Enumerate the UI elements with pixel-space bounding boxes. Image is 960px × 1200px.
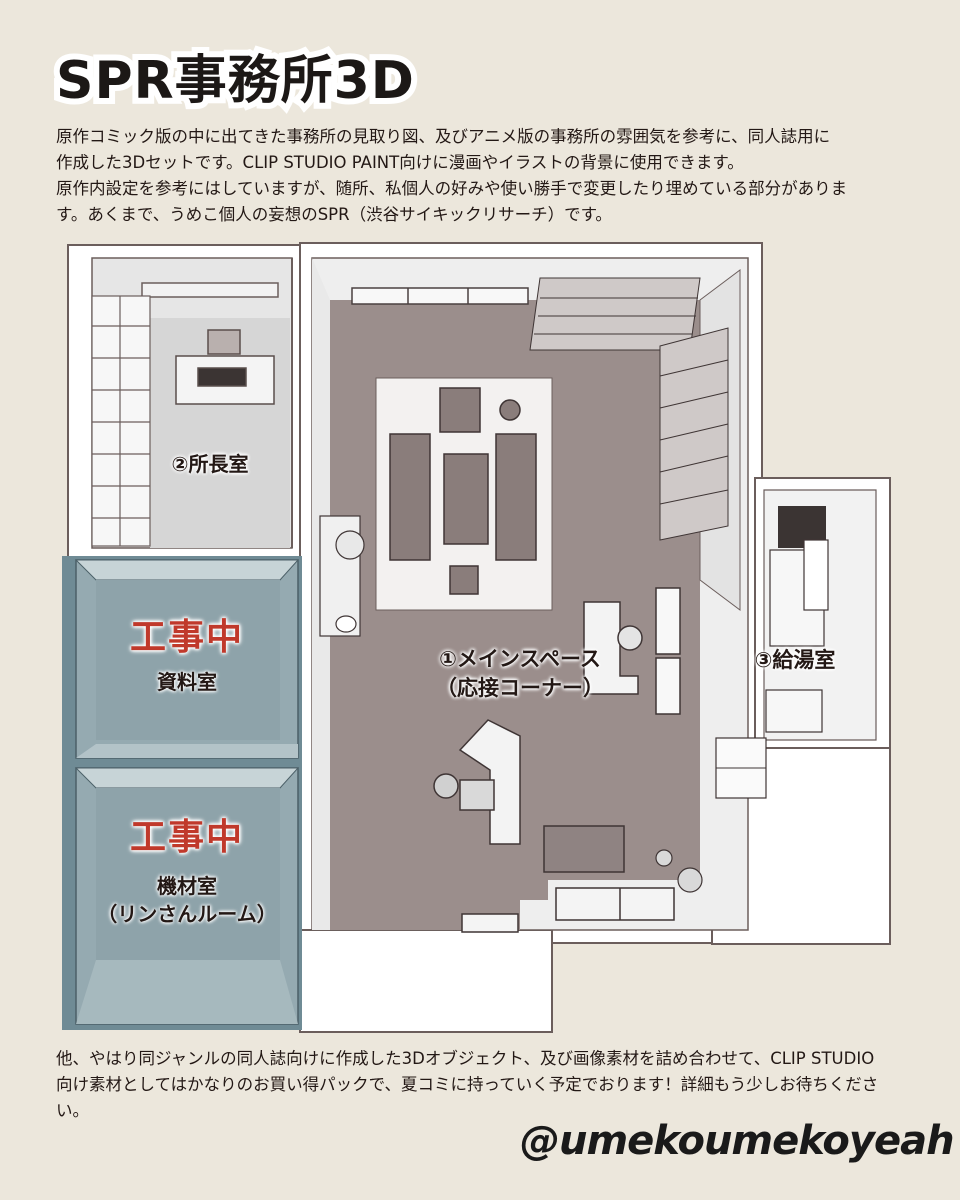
room-label-equipment-sub: （リンさんルーム） xyxy=(97,902,277,926)
main-bookshelf-right xyxy=(659,327,729,541)
director-bookshelf xyxy=(91,295,151,547)
room-label-equipment: 機材室 xyxy=(157,874,217,898)
page-title: SPR事務所3D SPR事務所3D xyxy=(50,38,436,117)
director-desk xyxy=(175,329,275,405)
author-signature: @umekoumekoyeah xyxy=(520,1118,955,1164)
entrance-shelf xyxy=(461,887,675,933)
room-label-kitchen: ③給湯室 xyxy=(754,648,836,672)
work-desk xyxy=(433,719,521,845)
archive-status-label: 工事中 xyxy=(129,617,244,658)
room-label-main: ①メインスペース xyxy=(439,647,601,671)
plant-shelf xyxy=(319,515,365,637)
door-mat xyxy=(543,825,625,873)
front-desk xyxy=(583,601,643,695)
room-label-main-sub: （応接コーナー） xyxy=(436,676,604,700)
window-top xyxy=(351,287,529,305)
equipment-status-label: 工事中 xyxy=(129,817,244,858)
windows-right xyxy=(655,587,681,715)
room-label-archive: 資料室 xyxy=(157,670,217,694)
outro-text: 他、やはり同ジャンルの同人誌向けに作成した3Dオブジェクト、及び画像素材を詰め合… xyxy=(56,1049,879,1120)
plant-right xyxy=(655,849,703,893)
intro-text: 原作コミック版の中に出てきた事務所の見取り図、及びアニメ版の事務所の雰囲気を参考… xyxy=(56,127,848,224)
room-label-director: ②所長室 xyxy=(171,452,249,476)
kitchen xyxy=(715,489,877,799)
page-title-outline: SPR事務所3D xyxy=(50,45,420,117)
main-bookshelf-top xyxy=(529,277,701,351)
main-space xyxy=(311,257,749,933)
page-title-text: SPR事務所3D xyxy=(56,51,415,111)
director-room xyxy=(91,257,293,549)
archive-room xyxy=(62,556,302,764)
equipment-room xyxy=(62,764,302,1030)
reception-area xyxy=(375,377,553,611)
